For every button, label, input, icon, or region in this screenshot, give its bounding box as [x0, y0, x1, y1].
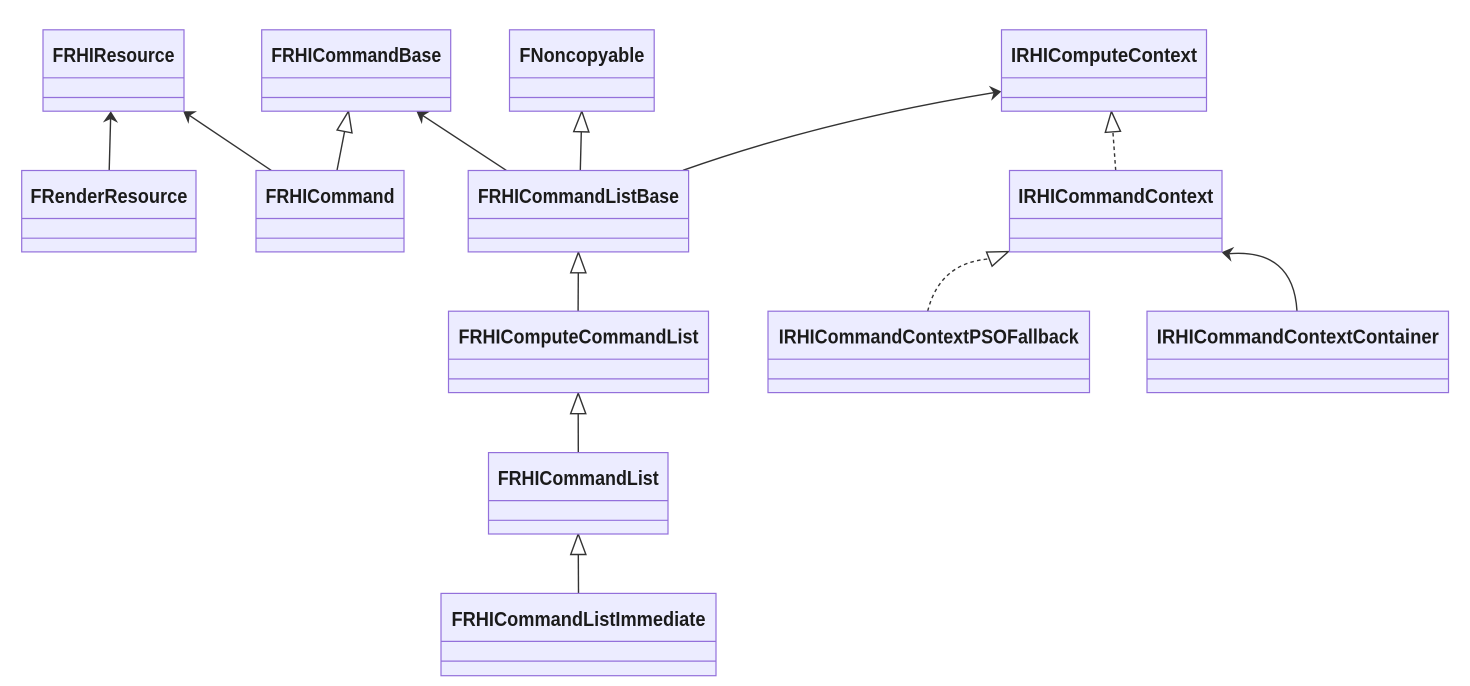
svg-text:FRHICommand: FRHICommand: [266, 186, 395, 208]
svg-text:FRHIResource: FRHIResource: [53, 45, 175, 67]
svg-text:IRHICommandContextPSOFallback: IRHICommandContextPSOFallback: [779, 327, 1080, 349]
svg-text:FNoncopyable: FNoncopyable: [519, 45, 644, 67]
svg-text:IRHIComputeContext: IRHIComputeContext: [1011, 45, 1197, 67]
svg-text:FRHICommandListImmediate: FRHICommandListImmediate: [452, 609, 706, 631]
svg-text:FRHICommandBase: FRHICommandBase: [271, 45, 441, 67]
svg-text:IRHICommandContextContainer: IRHICommandContextContainer: [1157, 327, 1439, 349]
svg-text:FRenderResource: FRenderResource: [30, 186, 187, 208]
svg-text:FRHICommandList: FRHICommandList: [498, 468, 659, 490]
svg-text:IRHICommandContext: IRHICommandContext: [1018, 186, 1213, 208]
svg-text:FRHIComputeCommandList: FRHIComputeCommandList: [459, 327, 699, 349]
svg-text:FRHICommandListBase: FRHICommandListBase: [478, 186, 679, 208]
